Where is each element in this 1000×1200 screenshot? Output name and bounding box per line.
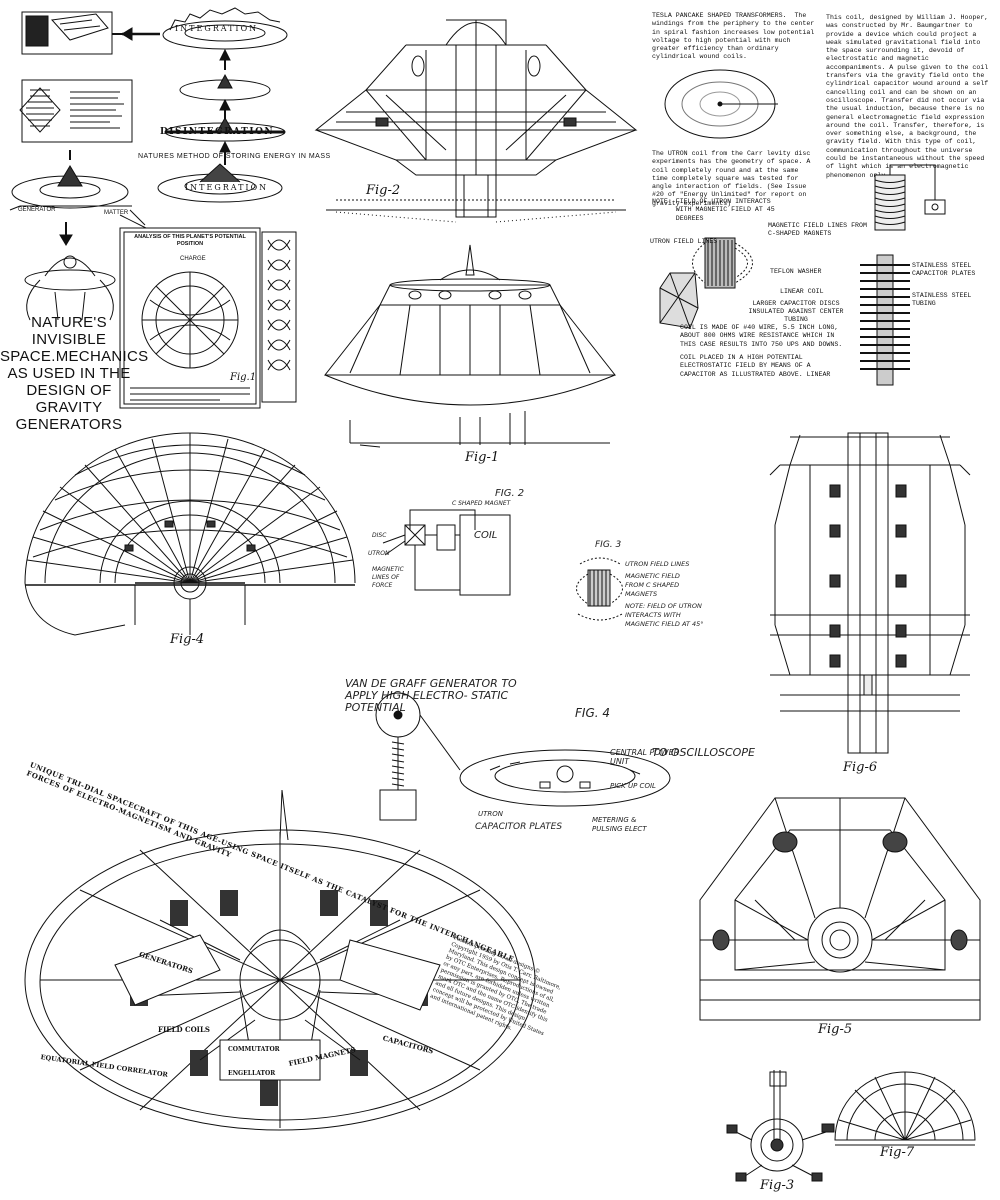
sketch-c-magnet-label: C SHAPED MAGNET <box>452 500 511 507</box>
metering-label: METERING & PULSING ELECT <box>592 816 647 833</box>
pick-up-coil-label: PICK UP COIL <box>610 782 656 790</box>
column-section-fig6 <box>769 432 971 754</box>
hooper-coil-text: This coil, designed by William J. Hooper… <box>826 14 993 179</box>
fig4-wheel-caption: Fig-4 <box>170 632 205 647</box>
stainless-tubing-label: STAINLESS STEEL TUBING <box>912 292 972 307</box>
sketch-fig2-drawing <box>382 509 511 596</box>
sketch-utron-field-label: UTRON FIELD LINES <box>625 560 690 568</box>
fig1-saucer-caption: Fig-1 <box>465 450 500 465</box>
integration-label-top: INTEGRATION <box>175 24 259 33</box>
spacecraft-cutaway <box>24 789 536 1131</box>
sketch-magnetic-field-c-label: MAGNETIC FIELD FROM C SHAPED MAGNETS <box>625 572 680 598</box>
field-coils-label: FIELD COILS <box>158 1025 210 1034</box>
sketch-magnetic-lines-label: MAGNETIC LINES OF FORCE <box>372 566 404 589</box>
sketch-fig4-label: FIG. 4 <box>575 706 611 720</box>
utron-coil-drawing <box>659 237 753 329</box>
to-oscilloscope-label: TO OSCILLOSCOPE <box>652 746 755 759</box>
stainless-plates-label: STAINLESS STEEL CAPACITOR PLATES <box>912 262 976 277</box>
matter-label: MATTER <box>104 210 129 216</box>
saucer-cross-section-fig2 <box>314 19 638 223</box>
fig7-caption: Fig-7 <box>880 1145 915 1160</box>
sketch-fig3-label: FIG. 3 <box>595 540 622 550</box>
coil-is-text: COIL IS MADE OF #40 WIRE, 5.5 INCH LONG,… <box>680 324 843 348</box>
natures-method-label: NATURES METHOD OF STORING ENERGY IN MASS <box>138 153 331 160</box>
utron-coil-text: The UTRON coil from the Carr levity disc… <box>652 150 815 207</box>
wheel-plan-fig4 <box>24 432 356 636</box>
magnetic-field-lines-label: MAGNETIC FIELD LINES FROM C-SHAPED MAGNE… <box>768 222 867 237</box>
tesla-pancake-text: TESLA PANCAKE SHAPED TRANSFORMERS. The w… <box>652 12 819 61</box>
sketch-coil-label: COIL <box>474 530 498 541</box>
interior-plan-fig5 <box>699 797 981 1021</box>
sketch-fig3-drawing <box>576 557 623 621</box>
hub-fig3 <box>726 1070 835 1182</box>
commutator-label: COMMUTATOR <box>228 1046 280 1053</box>
capacitor-plates-label: CAPACITOR PLATES <box>475 822 563 832</box>
dome-fig7 <box>834 1071 976 1146</box>
teflon-washer-label: TEFLON WASHER <box>770 268 822 275</box>
hooper-coil-drawing <box>874 164 946 231</box>
larger-discs-label: LARGER CAPACITOR DISCS INSULATED AGAINST… <box>748 300 844 323</box>
fig2-caption: Fig-2 <box>366 183 401 198</box>
engellator-label: ENGELLATOR <box>228 1070 276 1077</box>
note-utron-text: NOTE: FIELD OF UTRON INTERACTS WITH MAGN… <box>652 198 775 222</box>
pancake-coil-drawing <box>664 69 778 139</box>
natures-invisible-title: NATURE'S INVISIBLE SPACE.MECHANICS AS US… <box>0 314 149 433</box>
sketch-utron-small-label: UTRON <box>478 810 504 818</box>
sketch-fig2-label: FIG. 2 <box>495 488 525 499</box>
charge-label: CHARGE <box>180 256 206 262</box>
saucer-exterior-fig1 <box>323 244 617 448</box>
fig3-caption: Fig-3 <box>760 1178 795 1193</box>
coil-placed-text: COIL PLACED IN A HIGH POTENTIAL ELECTROS… <box>680 354 831 378</box>
sketch-note-label: NOTE: FIELD OF UTRON INTERACTS WITH MAGN… <box>625 602 704 628</box>
utron-field-lines-label: UTRON FIELD LINES <box>650 238 718 245</box>
fig6-caption: Fig-6 <box>843 760 878 775</box>
analysis-label: ANALYSIS OF THIS PLANET'S POTENTIAL POSI… <box>134 234 246 247</box>
disintegration-label: DISINTEGRATION <box>160 127 275 137</box>
fig1-book-caption: Fig.1 <box>230 372 257 383</box>
vandegraff-label: VAN DE GRAFF GENERATOR TO APPLY HIGH ELE… <box>345 677 517 714</box>
central-power-label: CENTRAL POWER UNIT <box>610 748 680 766</box>
sketch-utron-label: UTRON <box>368 550 390 557</box>
generator-label: GENERATOR <box>18 207 56 213</box>
integration-label-mid: INTEGRATION <box>185 183 269 192</box>
vandegraff-drawing <box>375 692 671 821</box>
capacitor-plates-drawing <box>860 254 910 386</box>
fig5-caption: Fig-5 <box>818 1022 853 1037</box>
sketch-disc-label: DISC <box>372 532 387 539</box>
left-energy-diagram <box>9 7 297 409</box>
linear-coil-label: LINEAR COIL <box>780 288 824 295</box>
